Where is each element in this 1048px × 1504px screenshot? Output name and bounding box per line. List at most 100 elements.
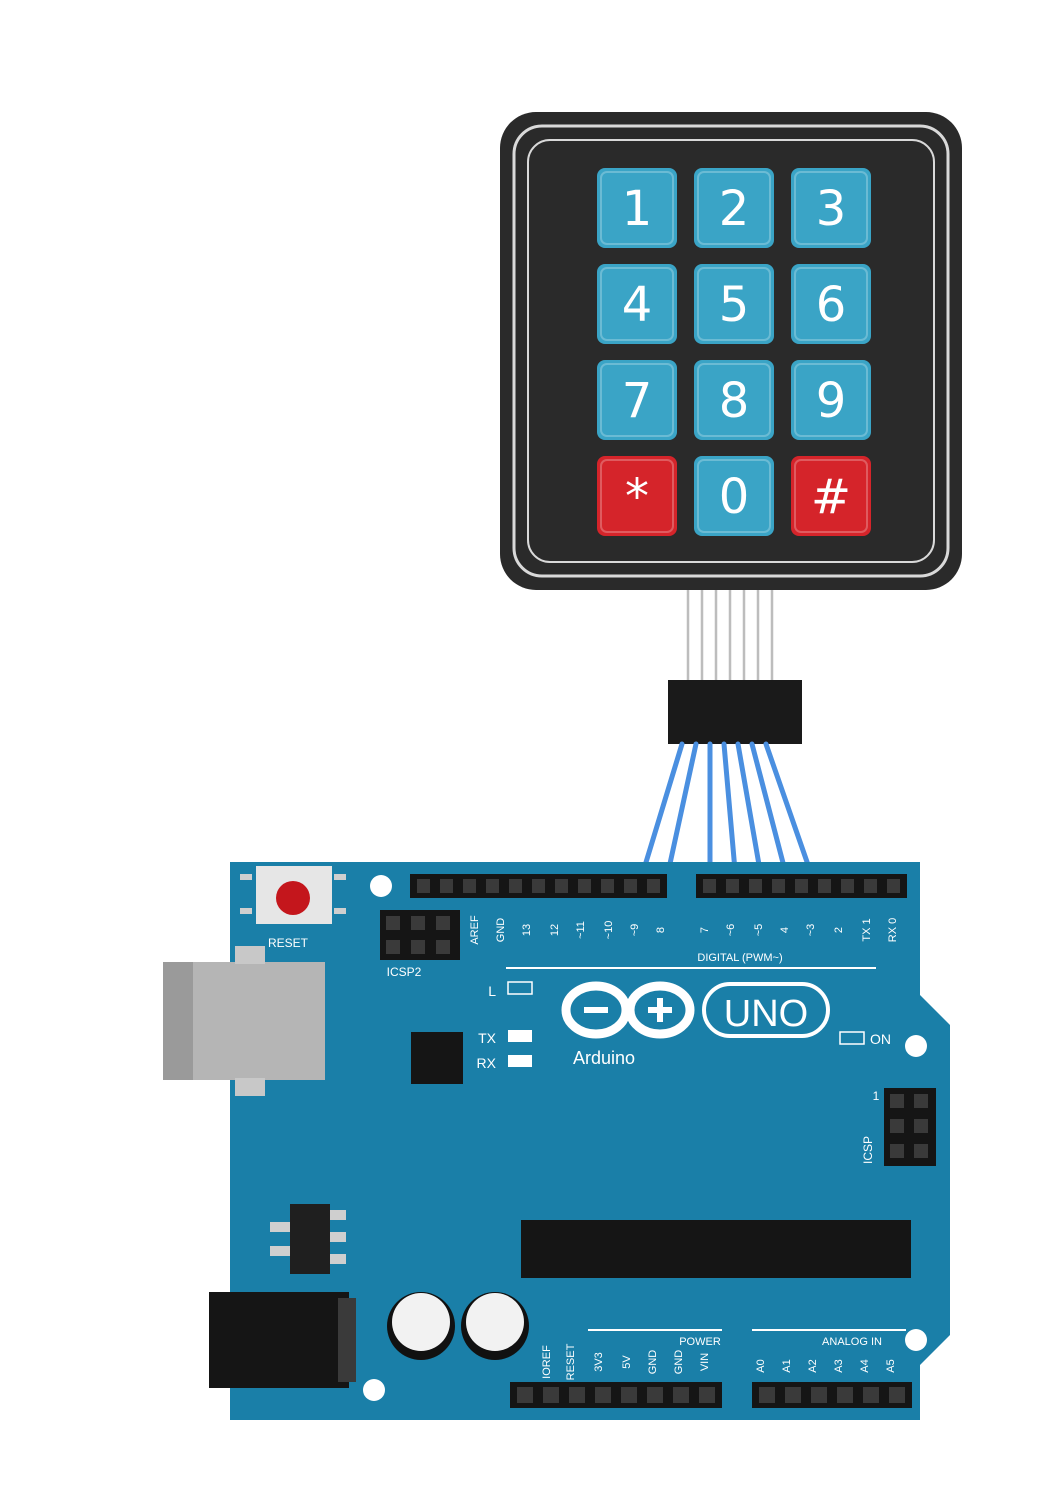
key-hash[interactable]: # [791,456,871,536]
header-socket[interactable] [673,1387,689,1403]
header-socket[interactable] [578,879,591,893]
key-1[interactable]: 1 [597,168,677,248]
key-6[interactable]: 6 [791,264,871,344]
key-4[interactable]: 4 [597,264,677,344]
key-star[interactable]: * [597,456,677,536]
key-face[interactable] [694,168,774,248]
key-bevel [697,459,771,533]
led-rx [508,1055,532,1067]
header-socket[interactable] [759,1387,775,1403]
header-socket[interactable] [532,879,545,893]
icsp-label: ICSP [861,1136,875,1164]
header-socket[interactable] [440,879,453,893]
key-9[interactable]: 9 [791,360,871,440]
mounting-hole [905,1329,927,1351]
analog-pin-label: A1 [781,1359,793,1372]
header-socket[interactable] [772,879,785,893]
brand-text: Arduino [573,1048,635,1068]
header-socket[interactable] [818,879,831,893]
key-face[interactable] [694,456,774,536]
header-socket[interactable] [624,879,637,893]
jumper-wires [637,741,817,885]
voltage-regulator [290,1204,330,1274]
led-l [507,981,533,995]
key-label: 8 [719,373,750,429]
header-socket[interactable] [887,879,900,893]
reset-button[interactable] [276,881,310,915]
digital-pin-label: 7 [699,927,711,933]
key-face[interactable] [597,360,677,440]
header-socket[interactable] [811,1387,827,1403]
analog-pin-label: A0 [755,1359,767,1372]
key-5[interactable]: 5 [694,264,774,344]
digital-pin-label: 12 [549,924,561,936]
analog-pin-label: A4 [859,1359,871,1372]
key-face[interactable] [791,168,871,248]
header-socket[interactable] [749,879,762,893]
icsp2-pin [436,940,450,954]
header-socket[interactable] [864,879,877,893]
header-socket[interactable] [703,879,716,893]
digital-pin-label: AREF [469,915,481,945]
header-socket[interactable] [463,879,476,893]
key-face[interactable] [791,360,871,440]
key-bevel [600,363,674,437]
header-socket[interactable] [569,1387,585,1403]
power-jack-edge [338,1298,356,1382]
key-face[interactable] [694,264,774,344]
key-label: 5 [719,277,750,333]
regulator-leg [330,1254,346,1264]
key-label: # [811,469,851,525]
header-socket[interactable] [555,879,568,893]
header-socket[interactable] [841,879,854,893]
header-socket[interactable] [647,879,660,893]
header-strip [510,1382,722,1408]
header-socket[interactable] [863,1387,879,1403]
header-socket[interactable] [837,1387,853,1403]
key-8[interactable]: 8 [694,360,774,440]
header-socket[interactable] [486,879,499,893]
header-socket[interactable] [785,1387,801,1403]
header-socket[interactable] [601,879,614,893]
digital-pin-label: 4 [779,927,791,933]
header-socket[interactable] [517,1387,533,1403]
analog-pin-label: A5 [885,1359,897,1372]
header-socket[interactable] [726,879,739,893]
keypad-inner-border [527,139,935,563]
key-face[interactable] [791,264,871,344]
uno-logo-text: UNO [724,993,808,1035]
key-bevel [697,171,771,245]
header-socket[interactable] [699,1387,715,1403]
header-socket[interactable] [417,879,430,893]
led-tx [508,1030,532,1042]
analog-label: ANALOG IN [822,1336,882,1348]
key-bevel [697,267,771,341]
key-face[interactable] [694,360,774,440]
icsp-pin [914,1094,928,1108]
header-socket[interactable] [509,879,522,893]
key-7[interactable]: 7 [597,360,677,440]
header-socket[interactable] [543,1387,559,1403]
uno-badge [702,982,830,1038]
regulator-leg [270,1246,290,1256]
header-socket[interactable] [795,879,808,893]
digital-pin-label: ~5 [753,924,765,937]
key-face[interactable] [597,456,677,536]
header-socket[interactable] [647,1387,663,1403]
key-0[interactable]: 0 [694,456,774,536]
header-socket[interactable] [889,1387,905,1403]
key-face[interactable] [791,456,871,536]
key-face[interactable] [597,264,677,344]
header-socket[interactable] [621,1387,637,1403]
regulator-leg [270,1222,290,1232]
key-3[interactable]: 3 [791,168,871,248]
key-bevel [600,267,674,341]
icsp2-header [380,910,460,960]
key-face[interactable] [597,168,677,248]
header-socket[interactable] [595,1387,611,1403]
key-label: 1 [622,181,653,237]
key-2[interactable]: 2 [694,168,774,248]
